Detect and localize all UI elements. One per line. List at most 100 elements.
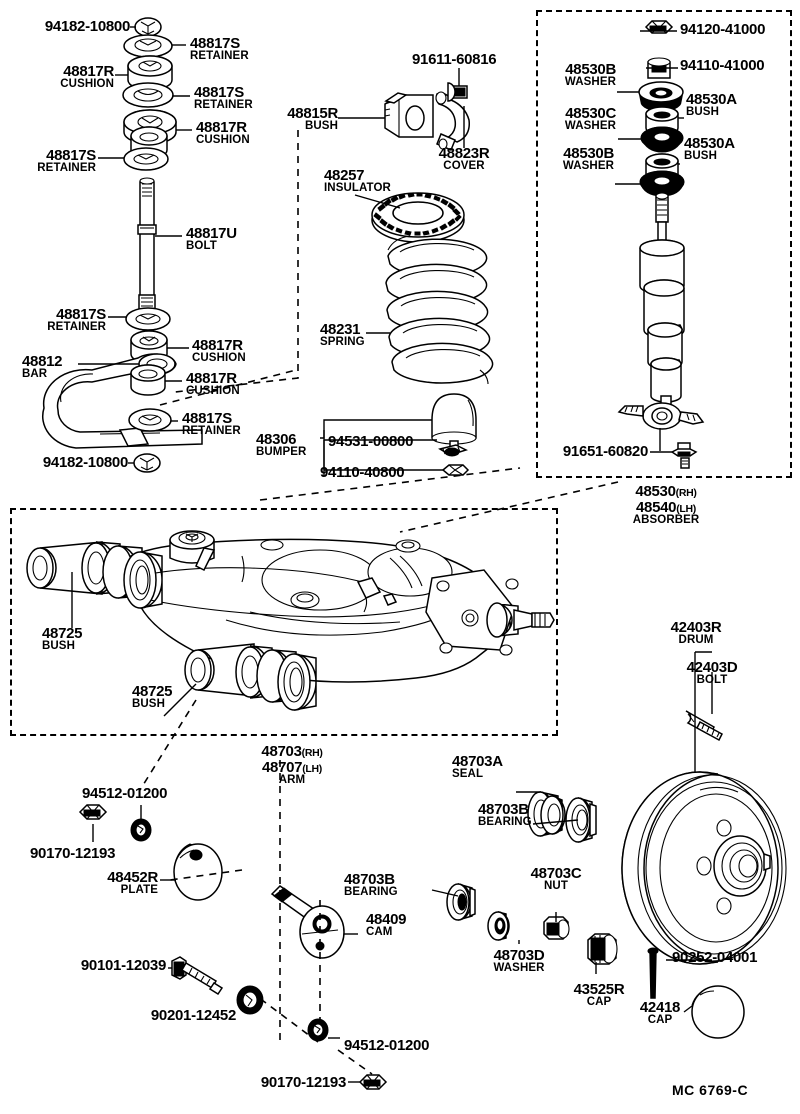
sheet-code: MC 6769-C	[672, 1082, 749, 1098]
label-48817s-retainer-4: 48817S RETAINER	[47, 306, 106, 333]
label-94110-41000: 94110-41000	[680, 57, 765, 74]
label-48812-bar: 48812 BAR	[22, 353, 63, 380]
art-bolt-90101-12039	[172, 957, 222, 994]
art-retainer-48817s-5	[129, 409, 171, 431]
art-bolt-91651-60820	[672, 443, 696, 468]
label-48817u-bolt: 48817U BOLT	[186, 225, 237, 252]
art-cam-48409	[272, 886, 344, 958]
label-48409-cam: 48409 CAM	[366, 911, 407, 938]
label-94182-10800-top: 94182-10800	[44, 18, 130, 35]
label-48823r-cover: 48823R COVER	[438, 145, 490, 172]
art-arm-48703	[112, 531, 554, 682]
absorber-group-box	[536, 10, 792, 478]
label-48257-insulator: 48257 INSULATOR	[324, 167, 391, 194]
art-bush-48725-upper	[27, 542, 162, 608]
art-insulator-48257	[372, 193, 464, 242]
art-nut-94182-bottom	[134, 454, 160, 472]
art-bolt-90252-04001	[648, 948, 658, 998]
label-90101-12039: 90101-12039	[80, 957, 166, 974]
art-absorber-lower-eye	[619, 403, 703, 429]
art-seal-48703a	[528, 792, 565, 836]
label-43525r-cap: 43525R CAP	[573, 981, 625, 1008]
art-bush-48725-lower	[185, 644, 316, 710]
art-retainer-48817s-4	[126, 308, 170, 330]
art-bush-48815r	[385, 93, 433, 137]
art-retainer-48817s-2	[123, 83, 173, 107]
label-42403r-drum: 42403R DRUM	[670, 619, 722, 646]
art-washer-48530c	[641, 127, 683, 152]
label-48703d-washer: 48703D WASHER	[493, 947, 545, 974]
label-absorber-group: 48530(RH) 48540(LH) ABSORBER	[632, 483, 700, 526]
label-90170-12193-a: 90170-12193	[30, 845, 116, 862]
leader-lines	[72, 27, 712, 1082]
label-48817r-cushion-4: 48817R CUSHION	[186, 370, 240, 397]
label-94120-41000: 94120-41000	[680, 21, 766, 38]
label-94110-40800: 94110-40800	[320, 464, 405, 481]
label-42403d-bolt: 42403D BOLT	[686, 659, 738, 686]
label-48703a-seal: 48703A SEAL	[452, 753, 503, 780]
label-48703b-bearing-2: 48703B BEARING	[344, 871, 398, 898]
label-48817r-cushion-2: 48817R CUSHION	[196, 119, 250, 146]
label-94512-01200-a: 94512-01200	[82, 785, 168, 802]
label-48703b-bearing-1: 48703B BEARING	[478, 801, 532, 828]
label-48530b-washer-2: 48530B WASHER	[562, 145, 614, 172]
art-nut-90170-12193-a	[80, 805, 106, 819]
art-cushion-48817r-1	[128, 56, 172, 90]
art-nut-94110-40800	[443, 465, 468, 475]
art-drum-42403r	[622, 772, 786, 964]
label-48817s-retainer-1: 48817S RETAINER	[190, 35, 249, 62]
art-cushion-48817r-2	[124, 110, 176, 159]
label-48530a-bush-2: 48530A BUSH	[684, 135, 735, 162]
label-48817s-retainer-2: 48817S RETAINER	[194, 84, 253, 111]
art-absorber-body	[640, 240, 684, 408]
label-90252-04001: 90252-04001	[672, 949, 758, 966]
art-bolt-91611-60816	[448, 83, 467, 101]
art-nut-94182-top	[135, 18, 161, 36]
art-washer-94531-00800	[440, 445, 466, 456]
label-48231-spring: 48231 SPRING	[320, 321, 365, 348]
label-48725-bush-1: 48725 BUSH	[42, 625, 83, 652]
art-bumper-48306	[432, 394, 476, 451]
art-nut-94120-41000	[646, 21, 672, 33]
group-connectors	[140, 130, 800, 1074]
art-cushion-48817r-4	[131, 365, 165, 395]
label-91611-60816: 91611-60816	[412, 51, 497, 68]
label-90170-12193-b: 90170-12193	[260, 1074, 346, 1091]
label-48817s-retainer-3: 48817S RETAINER	[37, 147, 96, 174]
art-bolt-48817u	[138, 178, 156, 309]
art-nut-90170-12193-b	[360, 1075, 386, 1089]
art-cap-43525r	[588, 934, 617, 964]
arm-group-box	[10, 508, 558, 736]
art-washer-94512-01200-a	[131, 819, 151, 841]
label-48815r-bush: 48815R BUSH	[287, 105, 338, 132]
art-washer-48703d	[488, 912, 509, 940]
art-plate-48452r	[174, 844, 222, 900]
art-nut-48703c	[544, 917, 569, 939]
label-48530a-bush-1: 48530A BUSH	[686, 91, 737, 118]
label-94531-00800: 94531-00800	[328, 433, 414, 450]
label-48452r-plate: 48452R PLATE	[107, 869, 158, 896]
label-48306-bumper: 48306 BUMPER	[256, 431, 307, 458]
art-bearing-48703b-lower	[447, 884, 475, 920]
label-arm-group: 48703(RH) 48707(LH) ARM	[261, 743, 323, 786]
label-90201-12452: 90201-12452	[150, 1007, 236, 1024]
label-48817s-retainer-5: 48817S RETAINER	[182, 410, 241, 437]
label-94182-10800-bottom: 94182-10800	[42, 454, 128, 471]
art-spring-48231	[386, 236, 493, 384]
label-48817r-cushion-3: 48817R CUSHION	[192, 337, 246, 364]
label-48703c-nut: 48703C NUT	[530, 865, 582, 892]
label-94512-01200-b: 94512-01200	[344, 1037, 430, 1054]
label-48817r-cushion-1: 48817R CUSHION	[60, 63, 114, 90]
label-42418-cap: 42418 CAP	[639, 999, 681, 1026]
label-48530c-washer: 48530C WASHER	[564, 105, 616, 132]
art-retainer-48817s-3	[124, 148, 168, 170]
art-washer-94512-01200-b	[308, 1019, 328, 1041]
label-48530b-washer-1: 48530B WASHER	[564, 61, 616, 88]
art-cap-42418	[692, 986, 744, 1038]
art-washer-48530b-1	[639, 82, 683, 111]
art-nut-90201-12452	[237, 986, 263, 1014]
art-bolt-42403d	[686, 711, 722, 740]
label-91651-60820: 91651-60820	[562, 443, 648, 460]
